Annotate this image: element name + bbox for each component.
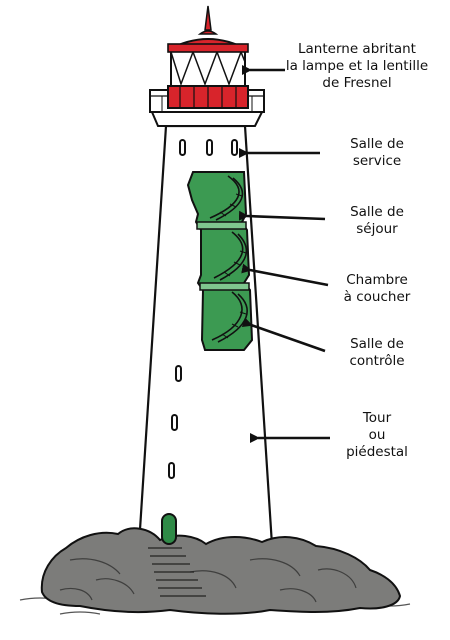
interior-cutaway — [186, 171, 254, 351]
label-sejour-line: séjour — [356, 221, 398, 237]
label-controle-line: contrôle — [349, 353, 405, 369]
label-tour-line: Tour — [362, 410, 392, 426]
rock-stairs — [148, 547, 206, 597]
label-chambre-line: à coucher — [343, 289, 411, 305]
arrow-chambre — [241, 263, 329, 287]
arrow-controle — [241, 317, 326, 353]
label-tour-line: piédestal — [346, 444, 408, 460]
rock-base — [40, 527, 402, 615]
pointer-arrows — [238, 65, 330, 443]
label-salle-de-service: Salle de service — [322, 136, 432, 170]
lantern — [167, 5, 249, 109]
label-sejour-line: Salle de — [350, 204, 404, 220]
label-tour-line: ou — [368, 427, 386, 443]
label-lanterne-line: la lampe et la lentille — [285, 58, 429, 74]
rock-texture — [59, 558, 357, 603]
label-salle-de-sejour: Salle de séjour — [322, 204, 432, 238]
label-salle-de-controle: Salle de contrôle — [318, 336, 436, 370]
tower-windows — [168, 365, 182, 479]
label-lanterne: Lanterne abritant la lampe et la lentill… — [268, 41, 446, 92]
label-service-line: Salle de — [350, 136, 404, 152]
label-service-line: service — [352, 153, 402, 169]
service-room-windows — [179, 139, 238, 156]
tower-door — [161, 513, 177, 545]
arrow-sejour — [238, 210, 326, 221]
label-lanterne-line: Lanterne abritant — [298, 41, 416, 57]
label-chambre-line: Chambre — [346, 272, 408, 288]
label-chambre-a-coucher: Chambre à coucher — [318, 272, 436, 306]
label-tour-piedestal: Tour ou piédestal — [318, 410, 436, 461]
label-lanterne-line: de Fresnel — [322, 75, 392, 91]
label-controle-line: Salle de — [350, 336, 404, 352]
